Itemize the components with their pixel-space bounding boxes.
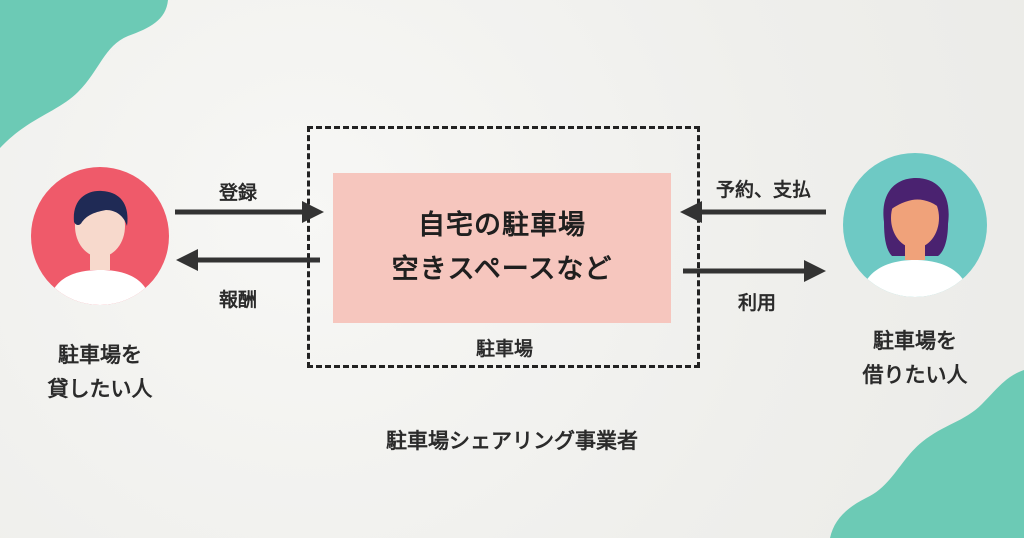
arrow-register [175,201,324,223]
parking-boundary [307,126,700,368]
renter-label-line1: 駐車場を [873,329,957,353]
center-line-2: 空きスペースなど [391,254,613,285]
arrow-reserve-pay [680,201,826,223]
bottom-right-blob [830,370,1024,538]
label-reward: 報酬 [219,289,258,311]
lender-label-line2: 貸したい人 [47,377,153,401]
top-left-blob [0,0,168,148]
parking-box-label: 駐車場 [476,338,534,360]
arrow-use [683,260,826,282]
center-box: 自宅の駐車場 空きスペースなど [333,173,671,323]
lender-label: 駐車場を 貸したい人 [33,338,167,406]
label-reserve-pay: 予約、支払 [716,179,812,201]
renter-label: 駐車場を 借りたい人 [848,324,982,392]
center-line-1: 自宅の駐車場 [418,210,586,241]
label-register: 登録 [219,182,258,204]
operator-title: 駐車場シェアリング事業者 [386,429,638,453]
lender-avatar [31,167,169,305]
lender-label-line1: 駐車場を [58,343,142,367]
arrow-reward [176,249,320,271]
renter-avatar [843,153,987,297]
renter-label-line2: 借りたい人 [862,363,968,387]
label-use: 利用 [738,292,777,314]
